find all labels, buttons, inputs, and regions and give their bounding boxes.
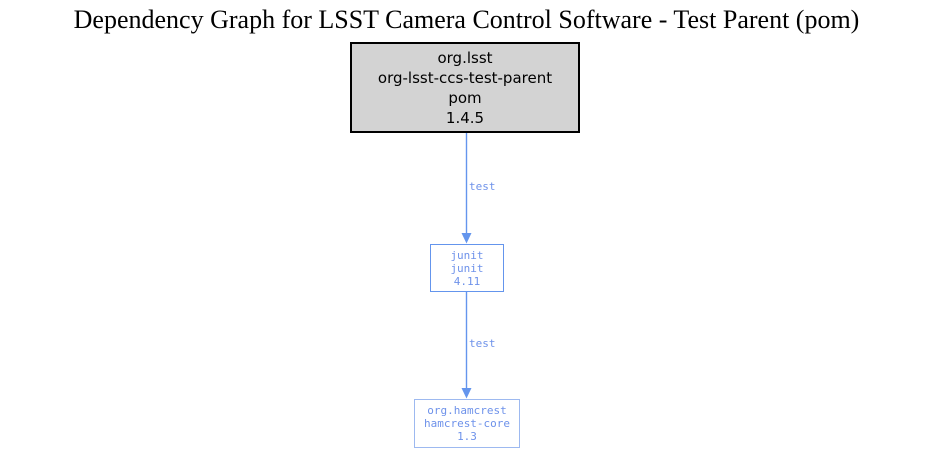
node-group-id: org.hamcrest [427, 404, 507, 417]
arrowhead-icon [461, 388, 472, 399]
node-junit-artifact: junit junit 4.11 [430, 244, 504, 292]
arrowhead-icon [461, 233, 472, 244]
node-version: 4.11 [453, 274, 481, 288]
node-group-id: org.lsst [437, 48, 493, 67]
edge-scope-label: test [469, 337, 496, 350]
node-root-artifact: org.lsst org-lsst-ccs-test-parent pom 1.… [350, 42, 580, 133]
node-artifact-id: org-lsst-ccs-test-parent [377, 68, 553, 87]
node-artifact-id: hamcrest-core [423, 417, 511, 430]
node-hamcrest-artifact: org.hamcrest hamcrest-core 1.3 [414, 399, 520, 448]
node-version: 1.3 [457, 430, 477, 443]
graph-title: Dependency Graph for LSST Camera Control… [73, 5, 860, 34]
node-packaging: pom [448, 88, 482, 107]
node-group-id: junit [450, 248, 484, 262]
edge-scope-label: test [469, 180, 496, 193]
node-version: 1.4.5 [445, 108, 485, 127]
node-artifact-id: junit [450, 261, 484, 275]
